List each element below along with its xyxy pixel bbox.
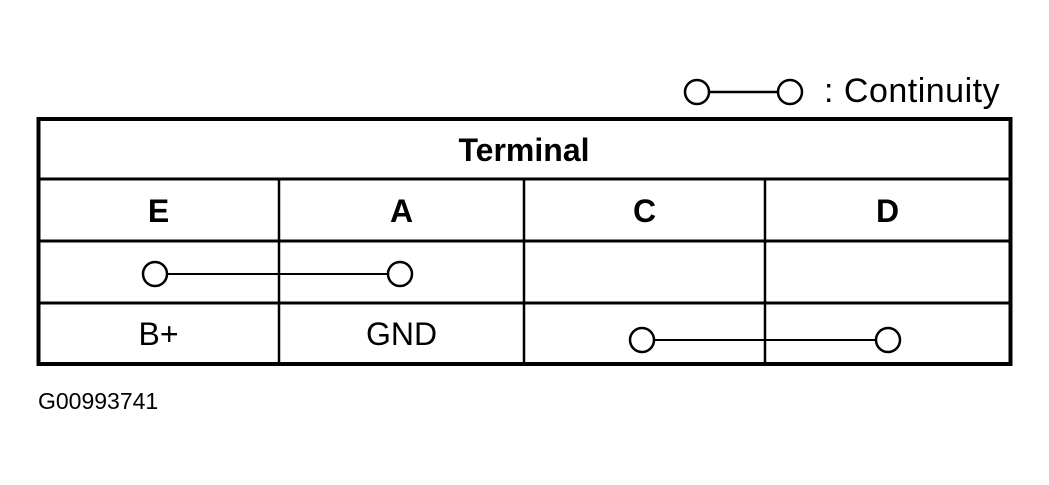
column-header-c: C [632, 193, 657, 229]
continuity-terminal-circle [141, 260, 169, 288]
column-header-a: A [389, 193, 414, 229]
column-header-d: D [875, 193, 900, 229]
figure-id: G00993741 [38, 388, 159, 414]
continuity-marks [141, 260, 902, 354]
continuity-terminal-circle [874, 326, 902, 354]
continuity-connector [141, 260, 414, 288]
row-2-label-e: B+ [138, 316, 179, 352]
continuity-legend-label: : Continuity [824, 71, 1001, 110]
row-2-label-a: GND [365, 316, 438, 352]
continuity-terminal-circle [628, 326, 656, 354]
continuity-legend: : Continuity [680, 70, 1000, 112]
column-header-e: E [147, 193, 170, 229]
continuity-symbol-icon [683, 78, 804, 106]
table-title: Terminal [458, 132, 590, 168]
continuity-connector [628, 326, 902, 354]
continuity-terminal-circle [386, 260, 414, 288]
